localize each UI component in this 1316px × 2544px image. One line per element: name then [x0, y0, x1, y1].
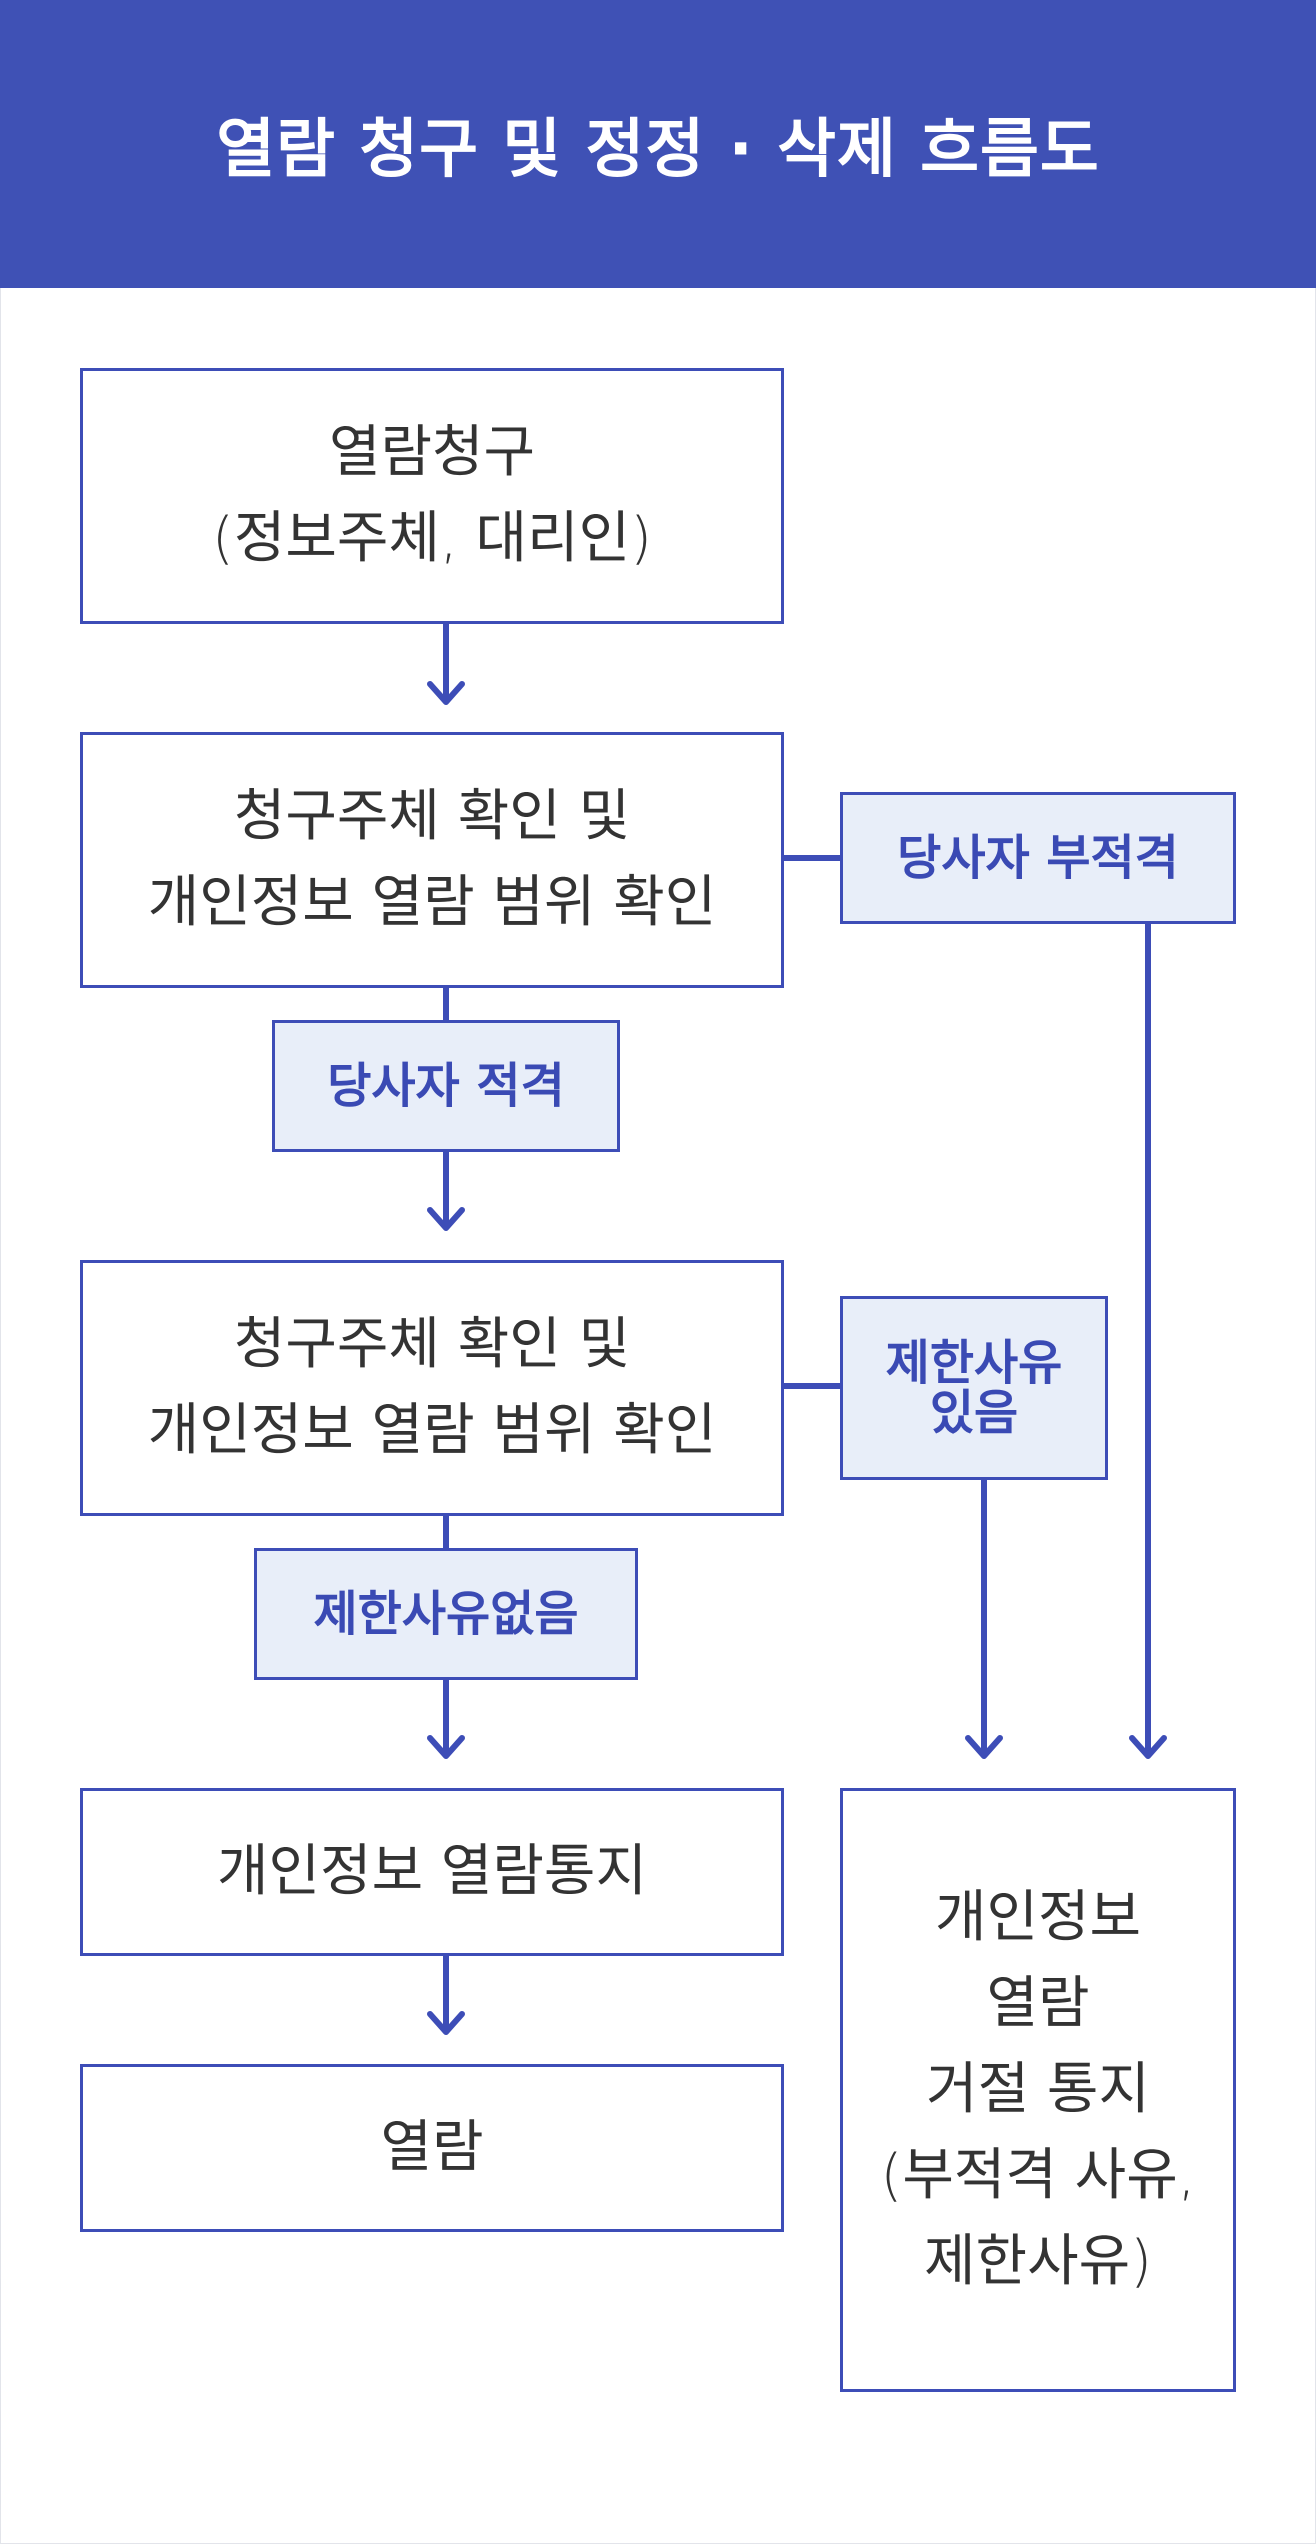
tag-unrestricted: 제한사유없음 — [254, 1548, 638, 1680]
node-request: 열람청구 (정보주체, 대리인) — [80, 368, 784, 624]
page-title: 열람 청구 및 정정 · 삭제 흐름도 — [216, 113, 1100, 187]
node-view-notice: 개인정보 열람통지 — [80, 1788, 784, 1956]
node-refusal-notice: 개인정보 열람 거절 통지 (부적격 사유, 제한사유) — [840, 1788, 1236, 2392]
arrowhead-verify1 — [427, 681, 465, 705]
arrowhead-verify2 — [427, 1207, 465, 1231]
arrowhead-view — [427, 2011, 465, 2035]
node-verify-requester: 청구주체 확인 및 개인정보 열람 범위 확인 — [80, 732, 784, 988]
tag-restricted: 제한사유 있음 — [840, 1296, 1108, 1480]
arrowhead-refusal-right — [1129, 1735, 1167, 1759]
node-verify-scope: 청구주체 확인 및 개인정보 열람 범위 확인 — [80, 1260, 784, 1516]
arrowhead-notice — [427, 1735, 465, 1759]
title-banner: 열람 청구 및 정정 · 삭제 흐름도 — [0, 0, 1316, 288]
tag-ineligible: 당사자 부적격 — [840, 792, 1236, 924]
arrowhead-refusal-left — [965, 1735, 1003, 1759]
tag-eligible: 당사자 적격 — [272, 1020, 620, 1152]
node-view: 열람 — [80, 2064, 784, 2232]
